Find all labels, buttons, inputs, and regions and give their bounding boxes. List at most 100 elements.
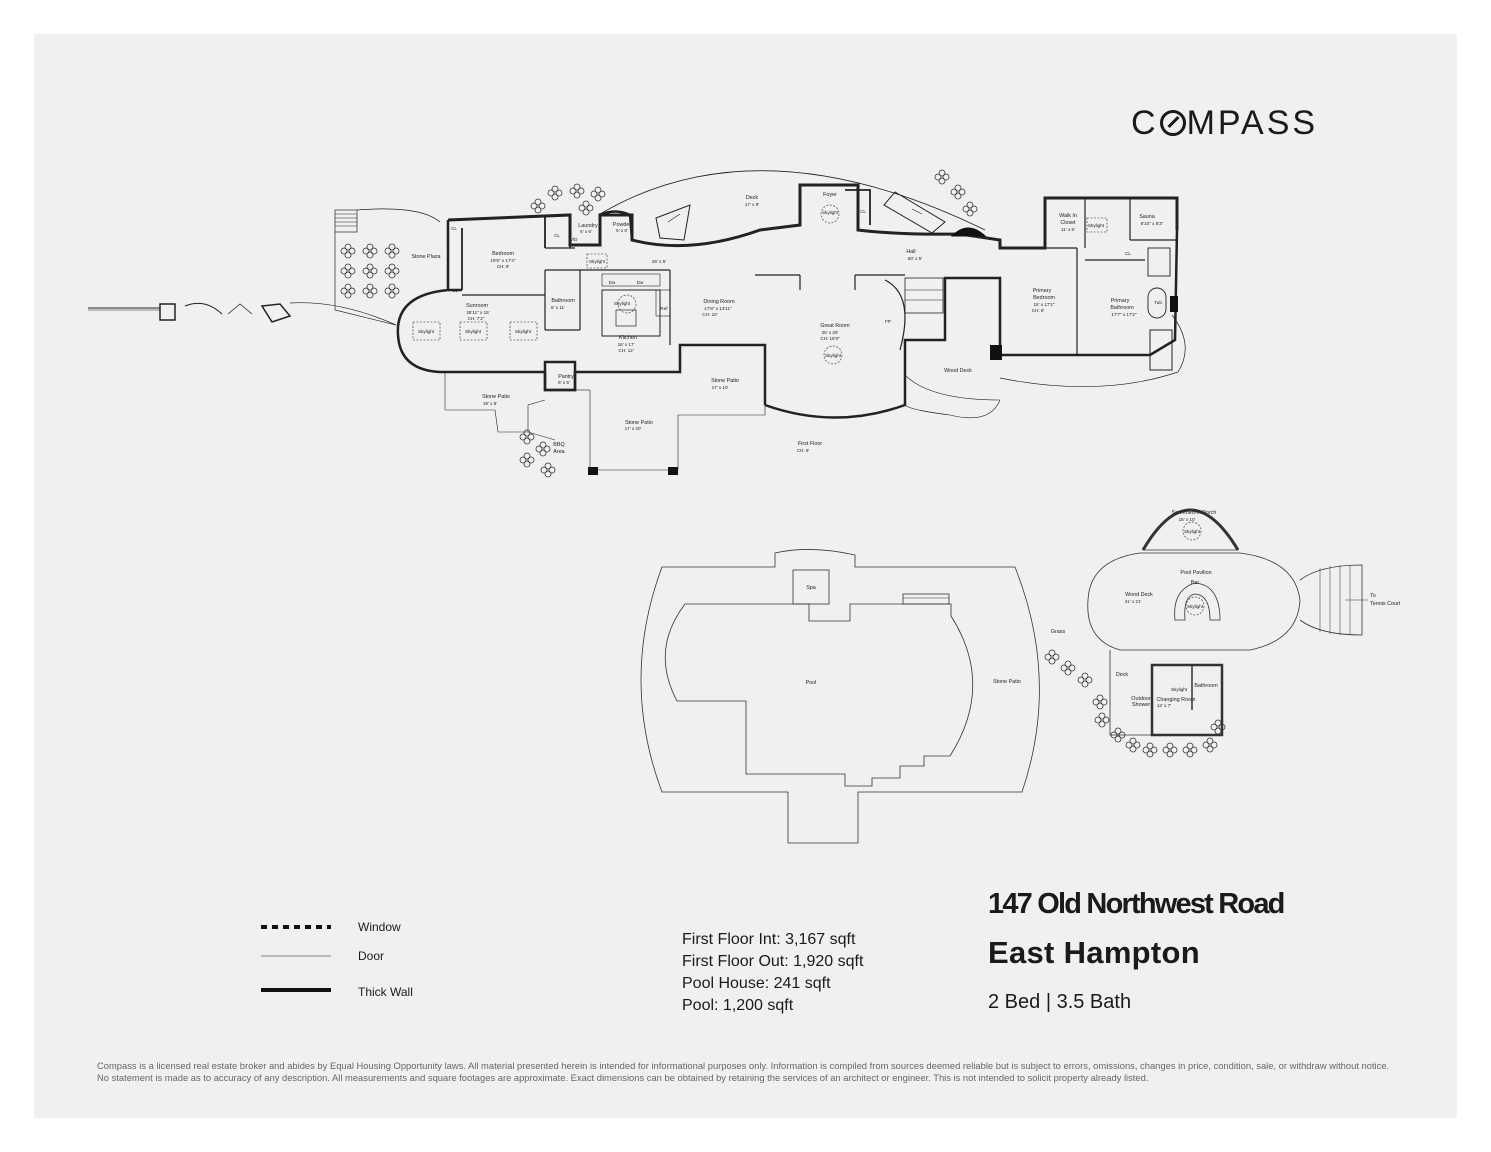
svg-text:15' x 10': 15' x 10' (1179, 517, 1196, 522)
label-wood-deck: Wood Deck (944, 368, 972, 374)
label-stone-patio-south: Stone Patio (625, 420, 653, 426)
svg-text:17'8" x 13'11": 17'8" x 13'11" (704, 306, 732, 311)
svg-text:11' x 6': 11' x 6' (1061, 227, 1075, 232)
label-primary-bathroom: Primary (1111, 298, 1130, 304)
label-hall: Hall (906, 249, 915, 255)
svg-text:5' x 6': 5' x 6' (616, 228, 628, 233)
svg-text:8' x 11': 8' x 11' (551, 305, 565, 310)
svg-text:8'10" x 6'3": 8'10" x 6'3" (1141, 221, 1164, 226)
label-tennis-b: Tennis Court (1370, 601, 1401, 607)
label-pool: Pool (806, 680, 817, 686)
stat-pool: Pool: 1,200 sqft (682, 997, 794, 1014)
label-outdoor-shower: Outdoor (1131, 696, 1151, 702)
svg-text:CH: 9': CH: 9' (797, 448, 810, 453)
label-sauna: Sauna (1139, 214, 1155, 220)
svg-text:19' x 8': 19' x 8' (483, 401, 497, 406)
pool-house-labels: Screened-in Porch 15' x 10' Skylight Poo… (1116, 510, 1401, 708)
svg-text:Closet: Closet (1060, 220, 1076, 226)
svg-text:12' x 7': 12' x 7' (1157, 703, 1171, 708)
svg-text:Dw: Dw (609, 280, 616, 285)
svg-text:28'11" x 15': 28'11" x 15' (466, 310, 489, 315)
svg-text:41' x 21': 41' x 21' (1125, 599, 1142, 604)
label-screened-porch: Screened-in Porch (1172, 510, 1217, 516)
stat-pool-house: Pool House: 241 sqft (682, 975, 831, 992)
label-grass: Grass (1051, 629, 1066, 635)
svg-text:CH: 10': CH: 10' (702, 312, 717, 317)
svg-text:26' x 5': 26' x 5' (652, 259, 666, 264)
label-kitchen: Kitchen (619, 335, 637, 341)
svg-text:17' x 9': 17' x 9' (745, 202, 759, 207)
svg-text:Shower: Shower (1132, 702, 1150, 708)
svg-text:Skylight: Skylight (515, 329, 532, 334)
svg-text:Skylight: Skylight (825, 353, 842, 358)
main-house-plan (88, 170, 1186, 475)
label-bar: Bar (1191, 580, 1200, 586)
svg-text:Bathroom: Bathroom (1110, 305, 1134, 311)
property-town: East Hampton (988, 935, 1201, 970)
svg-text:Skylight: Skylight (1187, 604, 1204, 609)
label-bbq-area: BBQ (553, 442, 564, 448)
svg-text:17' x 10': 17' x 10' (712, 385, 729, 390)
legend-symbols (261, 925, 331, 992)
svg-text:CH: 7'2": CH: 7'2" (468, 316, 485, 321)
compass-logo-o-icon (1159, 110, 1186, 136)
label-great-room: Great Room (820, 323, 850, 329)
pool-area-plan (640, 549, 1040, 844)
label-laundry: Laundry (578, 223, 598, 229)
label-tennis-a: To (1370, 593, 1376, 599)
label-foyer: Foyer (823, 192, 837, 198)
property-address: 147 Old Northwest Road (988, 888, 1285, 920)
svg-text:Skylight: Skylight (822, 210, 839, 215)
svg-text:Skylight: Skylight (1184, 529, 1201, 534)
svg-text:Skylight: Skylight (465, 329, 482, 334)
svg-text:Skylight: Skylight (614, 301, 631, 306)
label-stone-plaza: Stone Plaza (411, 254, 440, 260)
label-primary-bedroom: Primary (1033, 288, 1052, 294)
label-pool-stone-patio: Stone Patio (993, 679, 1021, 685)
svg-text:15' x 17'2": 15' x 17'2" (1033, 302, 1054, 307)
svg-text:W/D: W/D (569, 237, 579, 242)
label-pavilion-wood-deck: Wood Deck (1125, 592, 1153, 598)
label-stone-patio-east: Stone Patio (711, 378, 739, 384)
stat-first-floor-out: First Floor Out: 1,920 sqft (682, 953, 864, 970)
svg-text:FP: FP (885, 319, 891, 324)
floorplan-sheet (34, 34, 1457, 1118)
label-deck: Deck (746, 195, 759, 201)
label-pool-pavilion: Pool Pavilion (1180, 570, 1211, 576)
legal-disclaimer: Compass is a licensed real estate broker… (97, 1060, 1390, 1083)
svg-text:Skylight: Skylight (418, 329, 435, 334)
label-changing-room: Changing Room (1157, 697, 1196, 703)
label-dining-room: Dining Room (703, 299, 735, 305)
svg-text:CL: CL (451, 226, 457, 231)
beds-baths: 2 Bed | 3.5 Bath (988, 991, 1132, 1013)
svg-text:Skylight: Skylight (1171, 687, 1188, 692)
svg-text:Ref: Ref (660, 306, 668, 311)
legend-door-label: Door (358, 949, 385, 963)
stat-first-floor-int: First Floor Int: 3,167 sqft (682, 931, 856, 948)
label-small-deck: Deck (1116, 672, 1129, 678)
landscaping-plants (340, 169, 1226, 758)
svg-text:Dw: Dw (637, 280, 644, 285)
label-sunroom: Sunroom (466, 303, 488, 309)
svg-text:17'7" x 17'2": 17'7" x 17'2" (1111, 312, 1137, 317)
label-powder: Powder (613, 222, 631, 228)
svg-text:Tub: Tub (1154, 300, 1162, 305)
svg-text:25' x 25': 25' x 25' (822, 330, 839, 335)
svg-text:CH: 9': CH: 9' (497, 264, 510, 269)
room-labels: Stone Plaza Bedroom 19'5" x 17'4" CH: 9'… (411, 192, 1163, 455)
svg-text:CH: 12': CH: 12' (618, 348, 633, 353)
pool-labels: Spa Pool Stone Patio Grass (806, 585, 1066, 686)
legend-window-label: Window (358, 920, 401, 934)
label-walk-in-closet: Walk In (1059, 213, 1077, 219)
svg-text:6' x 6': 6' x 6' (580, 229, 592, 234)
svg-text:19'5" x 17'4": 19'5" x 17'4" (490, 258, 516, 263)
svg-text:Bedroom: Bedroom (1033, 295, 1055, 301)
pool-house-plan (1087, 508, 1368, 737)
svg-text:CH: 9': CH: 9' (1032, 308, 1045, 313)
legend-thick-wall-label: Thick Wall (358, 985, 413, 999)
svg-text:Skylight: Skylight (1088, 223, 1105, 228)
svg-text:17' x 20': 17' x 20' (625, 426, 642, 431)
svg-text:CH: 19'3": CH: 19'3" (820, 336, 840, 341)
